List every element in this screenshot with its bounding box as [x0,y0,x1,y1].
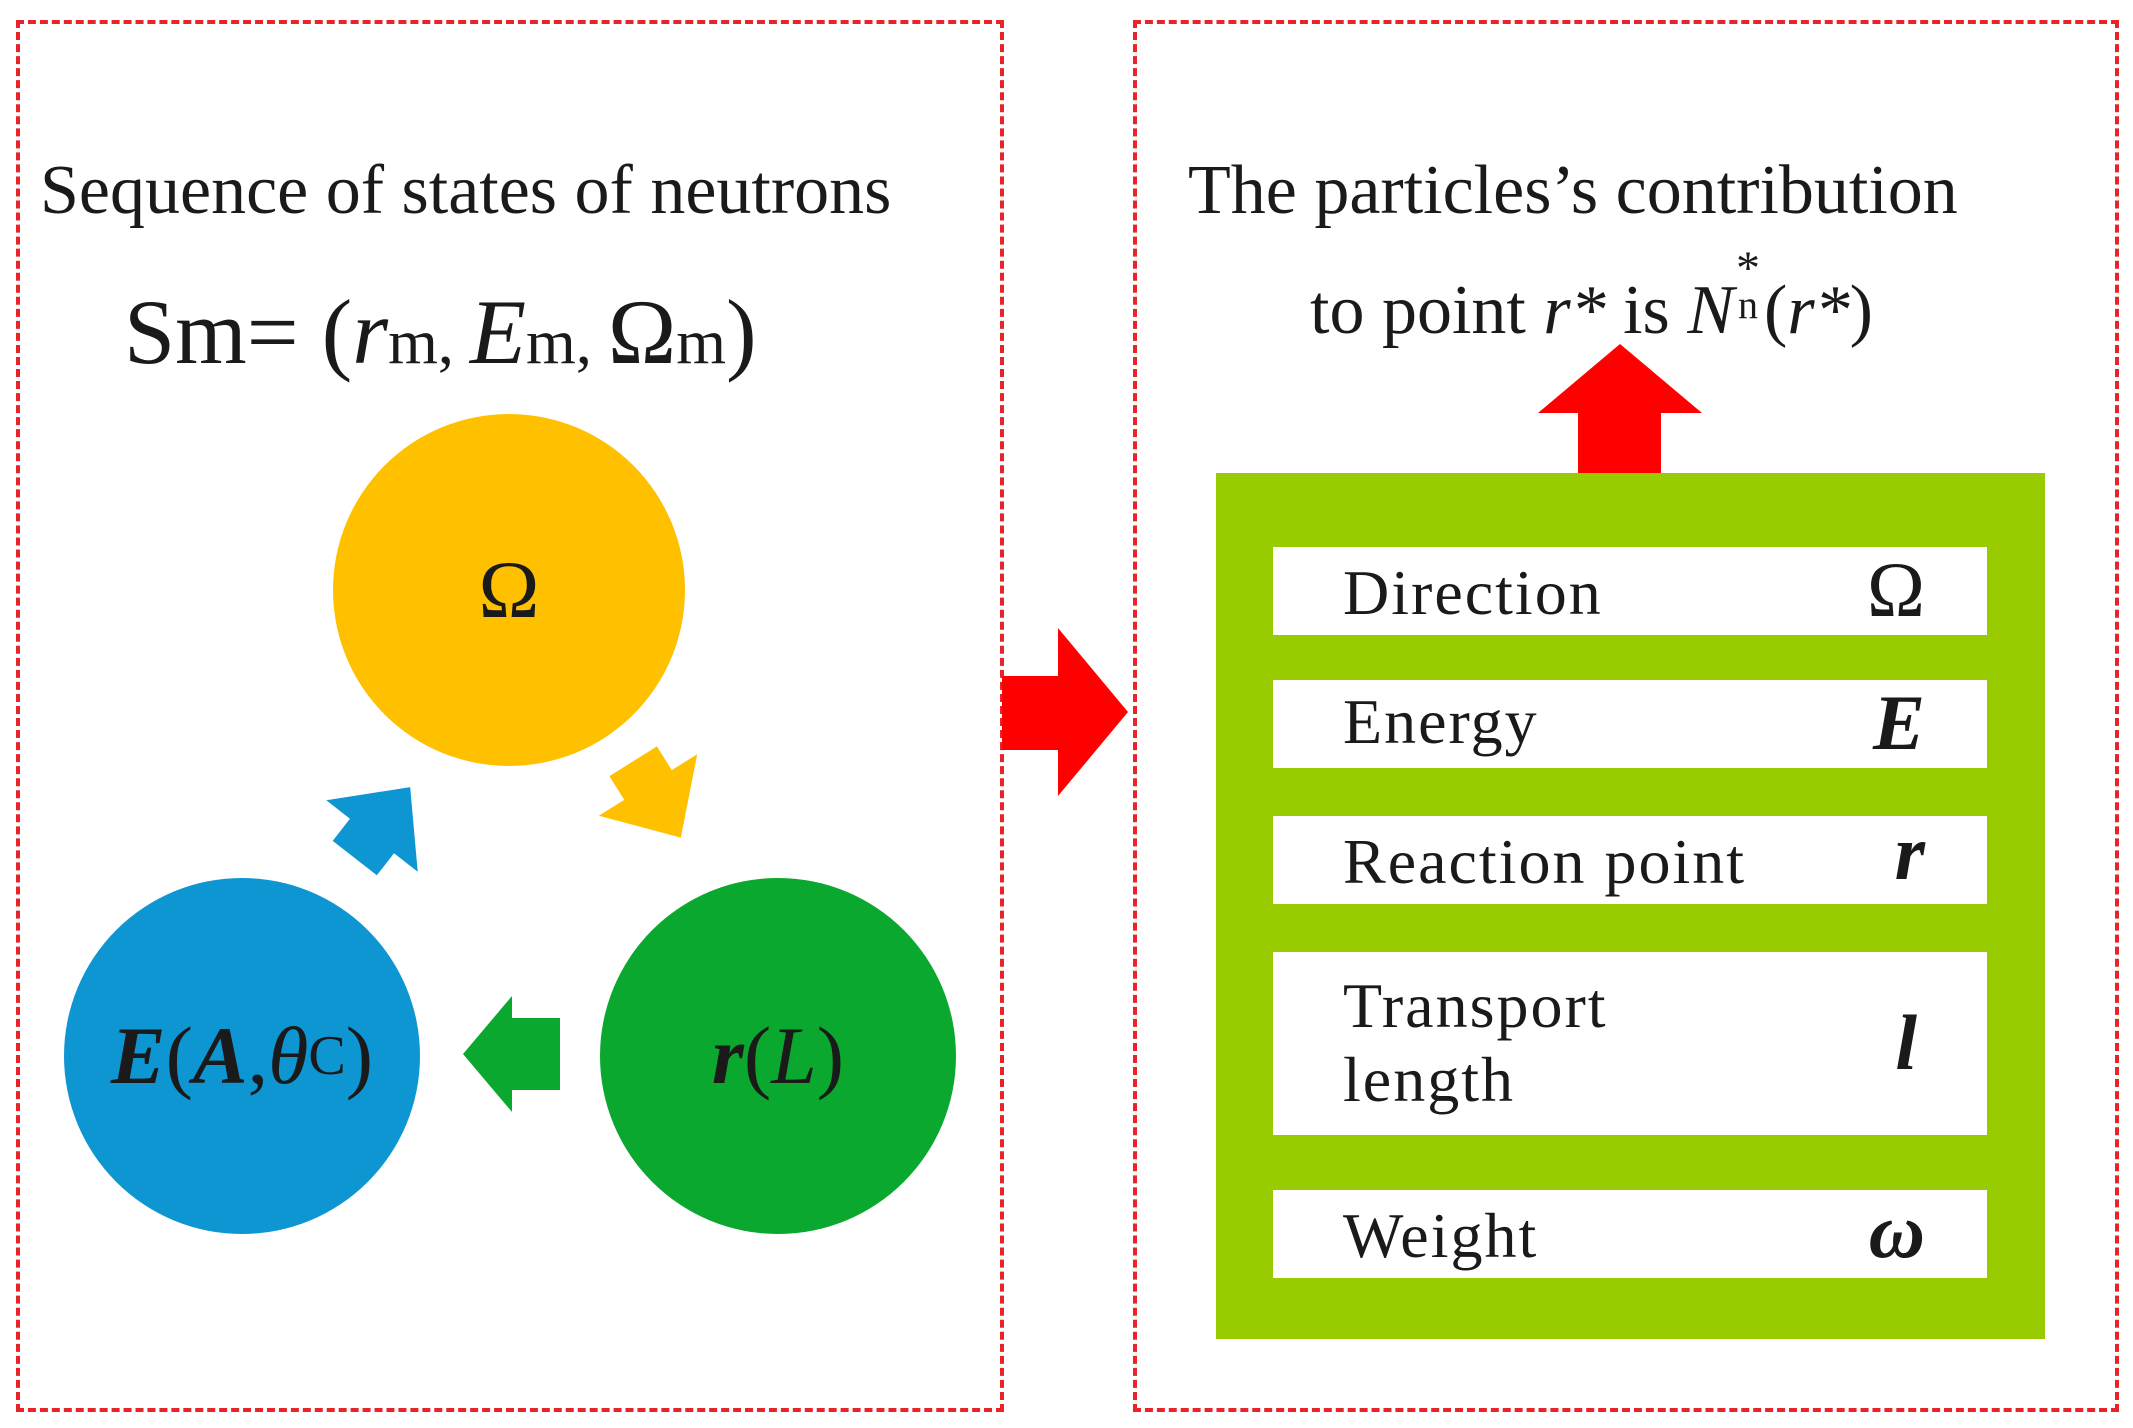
right-panel-title-line2: to point r* is N*n(r*) [1310,245,1873,346]
title2-r-star: r* [1543,272,1606,349]
title2-paren-open: ( [1764,272,1788,349]
arrow-panel-transition [1002,628,1128,796]
right-panel [1133,20,2119,1412]
title2-prefix: to point [1310,272,1544,349]
state-formula: Sm= (rm, Em, Ωm) [124,286,757,378]
title2-n-sub: n [1738,282,1759,327]
attribute-symbol: E [1872,679,1925,766]
formula-r: r [352,281,389,383]
formula-r-sub: m, [388,306,470,377]
attribute-row-transport-length: Transport length l [1273,952,1987,1135]
circle-energy-theta: θ [268,1010,309,1101]
arrow-energy-to-direction [326,787,418,876]
attribute-symbol: r [1894,809,1925,896]
circle-position-l: L [771,1010,817,1101]
attribute-label: Weight [1343,1200,1539,1271]
left-panel-title: Sequence of states of neutrons [40,152,892,229]
formula-lhs: Sm= ( [124,281,353,383]
title2-mid: is [1605,272,1688,349]
circle-position-close: ) [816,1010,845,1101]
formula-omega-sub: m [676,306,726,377]
formula-e-sub: m, [526,306,608,377]
attribute-row-direction: Direction Ω [1273,547,1987,635]
arrow-contribution-up [1538,344,1702,473]
circle-energy-close: ) [345,1010,374,1101]
circle-position: r(L) [600,878,956,1234]
attribute-symbol: Ω [1867,546,1925,633]
attribute-label: Energy [1343,686,1539,757]
circle-energy-a: A [192,1010,248,1101]
arrow-position-to-energy [463,996,560,1112]
circle-energy-theta-sub: C [308,1025,346,1087]
circle-energy-sep: , [247,1010,269,1101]
attribute-label-line2: length [1343,1044,1515,1115]
formula-e: E [469,281,527,383]
title2-n-sup: * [1736,242,1761,295]
attribute-label: Direction [1343,557,1603,628]
circle-energy-open: ( [165,1010,193,1101]
attribute-row-reaction-point: Reaction point r [1273,809,1987,904]
title2-n: N [1687,272,1735,349]
attribute-symbol: l [1895,999,1917,1086]
formula-omega: Ω [607,281,677,383]
particle-attributes-box: Direction Ω Energy E Reaction point r Tr… [1216,473,2045,1339]
attribute-row-energy: Energy E [1273,680,1987,768]
circle-position-symbol: r [711,1010,744,1101]
title2-arg: r* [1787,272,1850,349]
circle-direction: Ω [333,414,685,766]
circle-direction-label: Ω [478,544,540,635]
attribute-label-line1: Transport [1343,970,1608,1041]
title2-paren-close: ) [1849,272,1873,349]
arrow-direction-to-position [598,746,698,838]
attribute-label: Reaction point [1343,826,1747,897]
circle-energy-symbol: E [110,1010,166,1101]
formula-close: ) [725,281,757,383]
attribute-row-weight: Weight ω [1273,1190,1987,1278]
title2-n-scripts: *n [1734,245,1764,333]
attribute-symbol: ω [1868,1187,1925,1274]
circle-position-open: ( [743,1010,772,1101]
right-panel-title-line1: The particles’s contribution [1188,152,1958,229]
